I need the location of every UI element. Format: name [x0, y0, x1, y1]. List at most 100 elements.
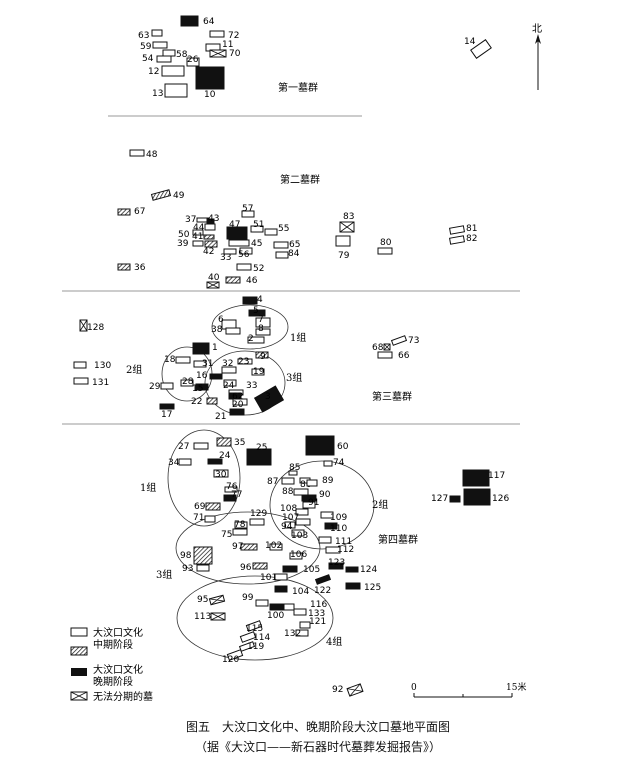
- tomb-40: 40: [206, 273, 220, 289]
- subgroup-label: 1组: [290, 331, 306, 344]
- tomb-outline: [161, 65, 185, 77]
- tomb-outline: [255, 317, 271, 328]
- tomb-30: 30: [213, 469, 229, 480]
- scale-end: 15米: [506, 681, 526, 693]
- cluster-outline: [211, 304, 289, 350]
- tomb-21: 21: [215, 408, 245, 422]
- tomb-67: 67: [117, 207, 145, 217]
- subgroup-label: 3组: [286, 371, 302, 384]
- tomb-85: 85: [288, 463, 300, 476]
- tomb-72: 72: [209, 30, 239, 41]
- tomb-number: 46: [246, 276, 258, 286]
- tomb-number: 100: [267, 611, 284, 621]
- tomb-102: 102: [265, 541, 283, 551]
- tomb-outline: [175, 356, 191, 364]
- tomb-number: 40: [208, 273, 220, 283]
- tomb-outline: [204, 515, 216, 523]
- tomb-outline: [281, 477, 295, 485]
- legend-swatch-middle: [70, 627, 88, 637]
- tomb-number: 73: [408, 336, 419, 346]
- tomb-48: 48: [129, 149, 158, 160]
- tomb-number: 28: [182, 377, 194, 387]
- tomb-number: 103: [291, 531, 308, 541]
- cluster-outline: [269, 460, 375, 550]
- tomb-133: 133: [293, 608, 325, 619]
- tomb-outline: [226, 649, 244, 661]
- tomb-number: 14: [464, 37, 476, 47]
- tomb-number: 37: [185, 215, 196, 225]
- tomb-number: 82: [466, 234, 477, 244]
- tomb-79: 79: [335, 235, 351, 261]
- tomb-132: 132: [284, 629, 309, 639]
- scale-bar: 0 15米: [411, 681, 526, 698]
- tomb-outline: [164, 83, 188, 98]
- tomb-number: 6: [218, 315, 224, 325]
- tomb-number: 109: [330, 513, 347, 523]
- tomb-outline: [289, 552, 303, 560]
- cluster-outlines: [161, 304, 375, 661]
- tomb-number: 32: [222, 359, 233, 369]
- tomb-55: 55: [264, 224, 289, 236]
- tomb-outline: [323, 460, 333, 467]
- tomb-number: 111: [335, 537, 352, 547]
- tomb-50: 50: [178, 229, 204, 240]
- tomb-outline: [449, 495, 461, 503]
- tomb-65: 65: [273, 240, 300, 250]
- tomb-4: 4: [242, 295, 263, 305]
- north-label: 北: [532, 23, 542, 35]
- tomb-outline: [249, 518, 265, 526]
- tomb-outline: [463, 488, 491, 506]
- tomb-number: 39: [177, 239, 189, 249]
- tomb-number: 120: [222, 655, 239, 665]
- legend-label-undated: 无法分期的墓: [93, 690, 153, 703]
- tomb-outline: [150, 189, 172, 201]
- tomb-outline: [213, 469, 229, 478]
- cluster-outline: [175, 511, 321, 585]
- tomb-number: 83: [343, 212, 354, 222]
- tomb-outline: [224, 486, 238, 493]
- tomb-outline: [306, 479, 318, 487]
- tomb-outline: [240, 543, 258, 551]
- tomb-8: 8: [255, 324, 271, 336]
- tomb-45: 45: [228, 239, 262, 249]
- tomb-outline: [274, 585, 288, 593]
- tomb-number: 20: [232, 400, 244, 410]
- tomb-number: 94: [281, 522, 293, 532]
- tomb-91: 91: [302, 498, 319, 509]
- tomb-104: 104: [274, 585, 309, 597]
- tomb-number: 126: [492, 494, 509, 504]
- tomb-outline: [238, 641, 256, 652]
- tomb-number: 50: [178, 230, 190, 240]
- tomb-number: 7: [258, 315, 264, 325]
- tomb-outline: [239, 631, 257, 643]
- tomb-outline: [162, 49, 176, 57]
- tomb-57: 57: [241, 204, 255, 218]
- tomb-3: 3: [253, 385, 285, 413]
- tomb-number: 60: [337, 442, 349, 452]
- tomb-73: 73: [390, 335, 419, 346]
- tomb-22: 22: [191, 397, 218, 407]
- figure-caption: 图五 大汶口文化中、晚期阶段大汶口墓地平面图: [185, 720, 450, 734]
- tomb-75: 75: [221, 528, 248, 540]
- tomb-outline: [255, 328, 271, 336]
- tomb-outline: [462, 469, 490, 487]
- tomb-outline: [228, 239, 250, 247]
- tomb-83: 83: [339, 212, 355, 233]
- tomb-25: 25: [246, 443, 272, 466]
- tomb-number: 1: [212, 343, 218, 353]
- tomb-outline: [225, 276, 241, 284]
- tomb-115: 115: [245, 620, 263, 634]
- tomb-87: 87: [267, 477, 295, 487]
- tomb-number: 33: [220, 253, 231, 263]
- tomb-number: 57: [242, 204, 253, 214]
- tomb-number: 18: [164, 355, 176, 365]
- tomb-51: 51: [250, 220, 264, 233]
- tomb-number: 95: [197, 595, 208, 605]
- north-arrow-head: [535, 34, 541, 44]
- tomb-107: 107: [282, 513, 311, 526]
- tomb-outline: [264, 228, 278, 236]
- tomb-number: 19: [253, 367, 265, 377]
- tomb-outline: [245, 620, 263, 632]
- tomb-outline: [325, 546, 341, 554]
